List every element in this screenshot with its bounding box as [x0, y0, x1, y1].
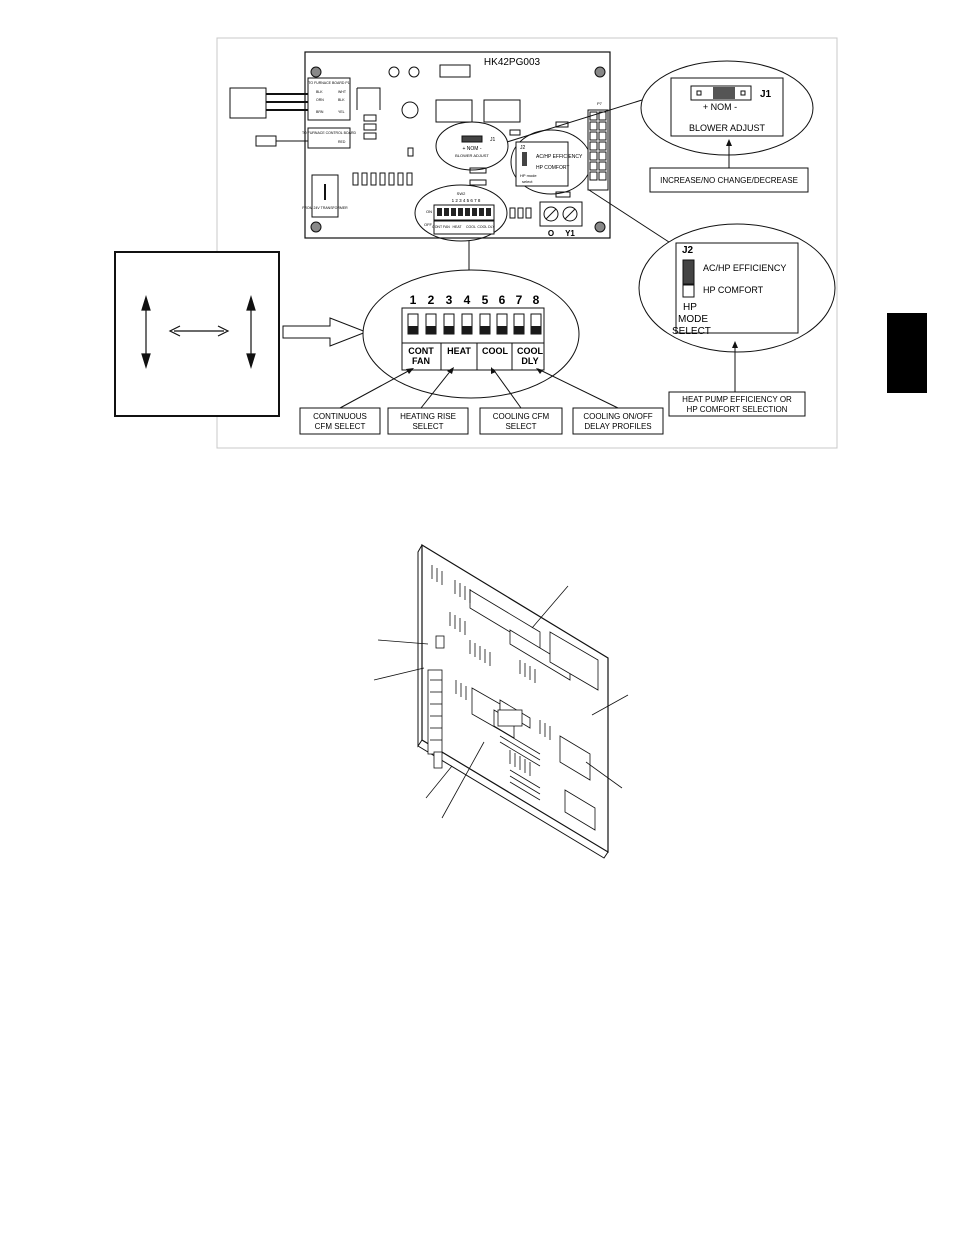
svg-text:3: 3 [446, 293, 453, 307]
svg-text:COOL DLY: COOL DLY [477, 225, 495, 229]
j1-caption: BLOWER ADJUST [689, 123, 766, 133]
svg-text:BLK: BLK [316, 90, 323, 94]
svg-text:2: 2 [428, 293, 435, 307]
svg-text:HP COMFORT SELECTION: HP COMFORT SELECTION [687, 405, 788, 414]
control-board-diagram: HK42PG003 TO FURNACE BOARD P1 BLK WHT OR… [114, 37, 838, 449]
capacitor-icon [401, 101, 419, 119]
j1-label: J1 [760, 89, 772, 100]
svg-text:OFF: OFF [424, 222, 433, 227]
hole-icon [408, 66, 420, 78]
board-title: HK42PG003 [484, 57, 541, 68]
svg-text:TO FURNACE BOARD P1: TO FURNACE BOARD P1 [308, 81, 349, 85]
callout-cooling-delay [572, 407, 664, 435]
resistor-row [352, 172, 413, 186]
svg-text:AC/HP EFFICIENCY: AC/HP EFFICIENCY [536, 154, 583, 160]
svg-text:DLY: DLY [521, 356, 538, 366]
svg-text:COOL: COOL [482, 346, 509, 356]
svg-text:WHT: WHT [338, 90, 347, 94]
svg-text:FROM 24V TRANSFORMER: FROM 24V TRANSFORMER [302, 206, 348, 210]
svg-text:J2: J2 [520, 145, 526, 151]
svg-text:HEAT PUMP EFFICIENCY OR: HEAT PUMP EFFICIENCY OR [682, 395, 792, 404]
svg-text:COOL: COOL [466, 225, 476, 229]
figure-frame [216, 37, 838, 449]
leftright-arrow-icon [168, 325, 230, 337]
svg-text:MODE: MODE [678, 314, 708, 325]
pointer-arrow-icon [282, 317, 368, 347]
svg-text:P7: P7 [597, 101, 603, 106]
svg-text:TO FURNACE CONTROL BOARD: TO FURNACE CONTROL BOARD [302, 131, 357, 135]
svg-text:BLK: BLK [338, 98, 345, 102]
svg-text:CONTINUOUS: CONTINUOUS [313, 412, 367, 421]
harness-connector [229, 87, 267, 119]
svg-text:SELECT: SELECT [505, 422, 536, 431]
svg-text:ORN: ORN [316, 98, 324, 102]
svg-text:COOLING ON/OFF: COOLING ON/OFF [583, 412, 652, 421]
svg-text:BRN: BRN [316, 110, 324, 114]
svg-text:Y1: Y1 [565, 229, 575, 238]
svg-text:CONT: CONT [408, 346, 434, 356]
mount-hole-icon [594, 66, 606, 78]
svg-text:INCREASE/NO CHANGE/DECREASE: INCREASE/NO CHANGE/DECREASE [660, 176, 798, 185]
svg-text:5: 5 [482, 293, 489, 307]
svg-text:ON: ON [426, 209, 432, 214]
svg-text:8: 8 [533, 293, 540, 307]
svg-text:J2: J2 [682, 245, 694, 256]
svg-text:YEL: YEL [338, 110, 345, 114]
svg-text:AC/HP EFFICIENCY: AC/HP EFFICIENCY [703, 263, 786, 273]
section-tab [887, 313, 927, 393]
svg-text:HP COMFORT: HP COMFORT [536, 165, 569, 171]
svg-text:7: 7 [516, 293, 523, 307]
j2-callout-box [668, 391, 806, 417]
svg-text:COOLING CFM: COOLING CFM [493, 412, 550, 421]
mount-hole-icon [310, 66, 322, 78]
dip-switch-bank [407, 313, 542, 335]
callout-continuous-cfm [299, 407, 381, 435]
hole-icon [388, 66, 400, 78]
svg-text:HEAT: HEAT [447, 346, 471, 356]
callout-cooling-cfm [479, 407, 563, 435]
svg-text:HP mode: HP mode [520, 173, 537, 178]
callout-heating-rise [387, 407, 469, 435]
svg-text:+ NOM -: + NOM - [462, 146, 481, 152]
svg-text:HEATING RISE: HEATING RISE [400, 412, 456, 421]
updown-arrow-icon [246, 294, 256, 370]
svg-text:1 2 3 4 5 6 7 8: 1 2 3 4 5 6 7 8 [452, 198, 481, 203]
svg-text:select: select [522, 179, 533, 184]
svg-text:SELECT: SELECT [412, 422, 443, 431]
svg-text:BLOWER ADJUST: BLOWER ADJUST [455, 153, 489, 158]
terminal-block [539, 201, 583, 227]
mount-hole-icon [310, 221, 322, 233]
svg-text:HP: HP [683, 302, 697, 313]
switch-legend-box [114, 251, 280, 417]
svg-text:DELAY PROFILES: DELAY PROFILES [584, 422, 651, 431]
j1-nom: + NOM - [703, 102, 737, 112]
svg-text:4: 4 [464, 293, 471, 307]
svg-text:CFM SELECT: CFM SELECT [315, 422, 366, 431]
svg-text:RED: RED [338, 140, 346, 144]
svg-text:FAN: FAN [412, 356, 430, 366]
svg-text:COOL: COOL [517, 346, 544, 356]
svg-text:CONT FAN: CONT FAN [432, 225, 450, 229]
svg-text:O: O [548, 229, 554, 238]
svg-text:HP COMFORT: HP COMFORT [703, 285, 764, 295]
updown-arrow-icon [141, 294, 151, 370]
svg-text:HEAT: HEAT [452, 225, 462, 229]
svg-text:SW2: SW2 [457, 191, 466, 196]
svg-text:1: 1 [410, 293, 417, 307]
mount-hole-icon [594, 221, 606, 233]
svg-text:J1: J1 [490, 137, 496, 143]
svg-text:6: 6 [499, 293, 506, 307]
j1-callout-box [649, 167, 809, 193]
svg-text:SELECT: SELECT [672, 326, 711, 337]
board-perspective-illustration [373, 543, 629, 859]
